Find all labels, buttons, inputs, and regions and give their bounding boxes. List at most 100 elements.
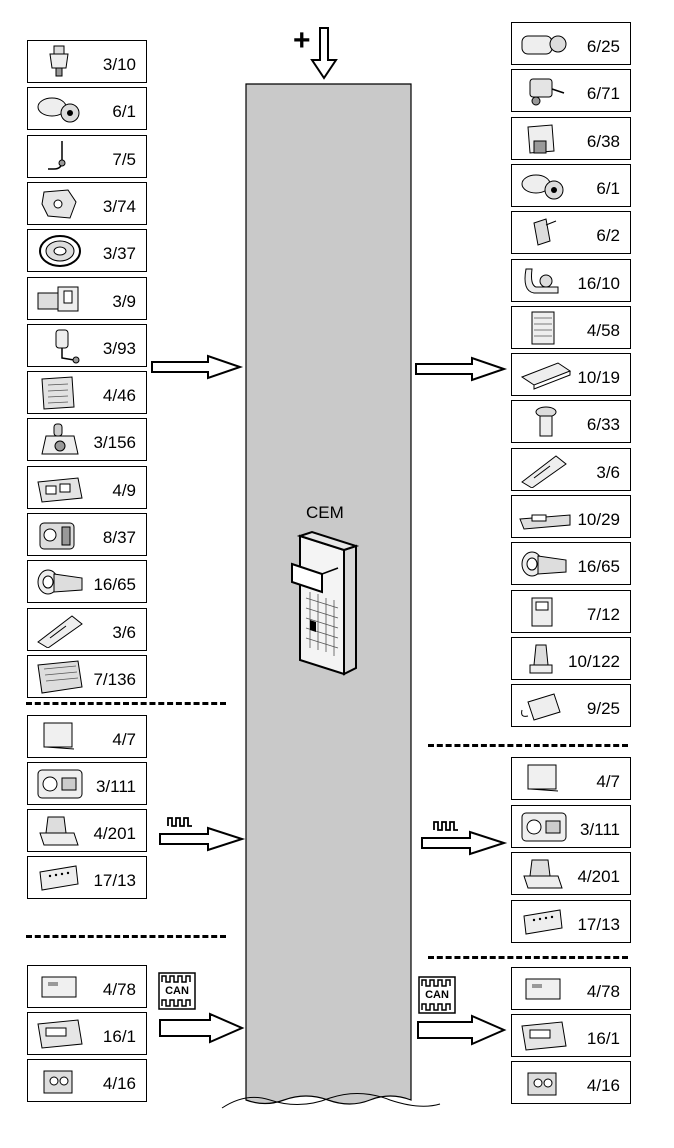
component-code: 3/156: [93, 433, 136, 453]
component-code: 4/7: [596, 772, 620, 791]
component-code: 16/1: [586, 1029, 620, 1048]
component-box: 16/65: [27, 560, 147, 604]
component-code: 17/13: [577, 914, 620, 934]
component-box: 6/33: [511, 400, 631, 444]
power-supply-arrow: +: [293, 26, 338, 80]
cem-module-icon: [291, 530, 360, 676]
component-box: 6/2: [511, 211, 631, 255]
component-code: 3/111: [579, 819, 620, 839]
component-box: 6/71: [511, 69, 631, 113]
component-code: 3/74: [102, 196, 136, 216]
component-code: 6/71: [586, 84, 620, 104]
component-code: 17/13: [93, 871, 136, 890]
component-code: 4/78: [102, 980, 136, 999]
component-box: 6/38: [511, 116, 631, 160]
lamp-unit-icon: [520, 362, 572, 390]
level-sensor-icon: [531, 597, 553, 627]
rain-sensor-icon: [37, 660, 83, 694]
component-code: 6/2: [596, 226, 620, 246]
climate-panel-icon: [37, 769, 83, 799]
diagnostic-connector-icon: [39, 865, 79, 891]
component-code: 4/7: [112, 730, 136, 749]
climate-panel-icon: [521, 812, 567, 841]
abs-unit-icon: [527, 1072, 557, 1096]
ignition-switch-icon: [37, 286, 79, 311]
component-box: 4/7: [511, 757, 631, 800]
sensor-cable-icon: [48, 140, 66, 170]
module-box-icon: [43, 722, 75, 750]
switch-panel-icon: [37, 477, 83, 503]
steering-column-module-icon: [521, 551, 567, 577]
pulse-signal-icon: [167, 817, 192, 827]
slim-module-icon: [41, 976, 77, 998]
radio-unit-icon: [37, 1019, 83, 1049]
can-bus-icon-right: CAN: [418, 976, 456, 1014]
radio-unit-icon: [521, 1021, 567, 1051]
gear-selector-icon: [41, 423, 79, 455]
component-code: 10/19: [577, 368, 620, 388]
component-box: 3/6: [27, 607, 147, 651]
component-box: 3/6: [511, 447, 631, 491]
wiper-motor-icon: [521, 174, 564, 200]
component-box: 4/201: [511, 852, 631, 895]
component-box: 4/58: [511, 305, 631, 349]
component-code: 4/78: [586, 982, 620, 1001]
component-box: 4/7: [27, 715, 147, 758]
left-separator-1: [26, 702, 226, 705]
steering-column-module-icon: [37, 569, 83, 595]
component-code: 4/16: [586, 1076, 620, 1095]
component-code: 3/111: [95, 777, 136, 796]
component-box: 4/16: [27, 1059, 147, 1102]
component-box: 3/93: [27, 323, 147, 367]
component-box: 16/10: [511, 258, 631, 302]
component-code: 3/10: [102, 55, 136, 74]
component-code: 10/29: [577, 510, 620, 529]
lock-motor-icon: [39, 522, 75, 550]
signal-output-arrow: [421, 821, 508, 856]
slim-module-icon: [525, 978, 561, 1000]
component-box: 10/122: [511, 636, 631, 680]
cem-label: CEM: [306, 503, 344, 522]
component-box: 3/9: [27, 276, 147, 320]
can-label: CAN: [165, 985, 189, 997]
component-code: 7/136: [93, 669, 136, 689]
component-box: 10/29: [511, 495, 631, 538]
diagnostic-connector-icon: [523, 908, 563, 935]
power-plus-symbol: +: [293, 26, 311, 57]
can-bus-icon-left: CAN: [158, 972, 196, 1010]
component-box: 4/201: [27, 809, 147, 852]
component-box: 4/78: [511, 967, 631, 1010]
heater-element-icon: [521, 693, 561, 721]
component-box: 7/12: [511, 589, 631, 633]
component-code: 6/25: [586, 37, 620, 56]
component-code: 3/93: [102, 338, 136, 358]
right-separator-1: [428, 744, 628, 747]
component-box: 3/74: [27, 181, 147, 225]
component-box: 3/111: [27, 762, 147, 805]
pressure-switch-icon: [49, 45, 69, 77]
pulse-signal-icon: [433, 821, 458, 831]
component-box: 4/78: [27, 965, 147, 1008]
component-box: 17/13: [27, 856, 147, 899]
module-box-icon: [527, 764, 559, 792]
component-code: 3/6: [596, 462, 620, 482]
seat-module-icon: [523, 859, 563, 889]
component-code: 3/9: [112, 291, 136, 311]
component-box: 8/37: [27, 513, 147, 556]
signal-input-arrow: [159, 817, 246, 852]
can-label: CAN: [425, 989, 449, 1001]
light-switch-icon: [521, 455, 567, 488]
component-box: 16/1: [511, 1014, 631, 1057]
component-code: 16/1: [102, 1027, 136, 1046]
component-code: 4/58: [586, 320, 620, 340]
brake-light-switch-icon: [55, 329, 80, 364]
component-code: 7/5: [112, 149, 136, 169]
input-arrow: [151, 354, 244, 380]
component-code: 9/25: [586, 699, 620, 719]
component-code: 4/46: [102, 386, 136, 406]
component-code: 10/122: [568, 651, 620, 671]
left-separator-2: [26, 935, 226, 938]
component-box: 10/19: [511, 353, 631, 397]
component-box: 3/111: [511, 804, 631, 848]
